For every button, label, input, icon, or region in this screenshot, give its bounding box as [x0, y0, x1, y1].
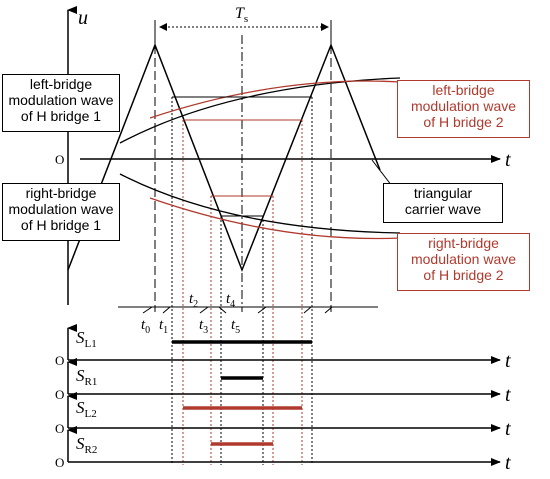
- label-left-bridge-h1-line1: left-bridge: [29, 76, 93, 92]
- label-right-bridge-h2-line2: modulation wave: [410, 251, 517, 267]
- left-bridge-wave-1: [119, 77, 401, 144]
- t-axis-label: t: [505, 149, 511, 171]
- time-label-t2: t2: [189, 291, 198, 310]
- label-right-bridge-h2-line1: right-bridge: [428, 235, 499, 251]
- time-guides: [154, 35, 332, 465]
- label-left-bridge-h2-line1: left-bridge: [432, 82, 495, 98]
- baseline-arrows: [142, 306, 333, 314]
- origin-label: O: [55, 152, 64, 167]
- switch-row-sr1-t: t: [505, 384, 511, 406]
- label-left-bridge-h1-line3: of H bridge 1: [20, 108, 102, 124]
- switch-row-sl2: O t SL2: [55, 392, 511, 440]
- time-label-t3: t3: [199, 317, 208, 336]
- right-bridge-wave-2: [149, 197, 401, 240]
- switch-row-sl1-label: SL1: [76, 328, 97, 350]
- label-right-bridge-h2: right-bridge modulation wave of H bridge…: [397, 233, 530, 291]
- switch-row-sl2-label: SL2: [76, 398, 97, 420]
- triangular-carrier-wave: [67, 42, 381, 273]
- time-label-t0: t0: [141, 317, 150, 336]
- switch-row-sr2-origin: O: [55, 455, 64, 470]
- switch-row-sr1-label: SR1: [76, 366, 97, 388]
- label-right-bridge-h2-line3: of H bridge 2: [423, 267, 504, 283]
- label-left-bridge-h1-line2: modulation wave: [8, 92, 114, 108]
- switch-row-sl1-t: t: [505, 350, 511, 372]
- label-carrier-line1: triangular: [413, 185, 473, 201]
- label-right-bridge-h1: right-bridge modulation wave of H bridge…: [2, 183, 120, 241]
- u-axis-label: u: [78, 7, 88, 29]
- switch-row-sr1: O t SR1: [55, 358, 511, 406]
- switch-row-sl2-origin: O: [55, 421, 64, 436]
- label-right-bridge-h1-line2: modulation wave: [8, 201, 114, 217]
- time-label-t5: t5: [231, 317, 240, 336]
- switch-row-sr1-origin: O: [55, 387, 64, 402]
- switch-row-sl1: O t SL1: [55, 324, 511, 372]
- label-left-bridge-h2: left-bridge modulation wave of H bridge …: [397, 80, 530, 138]
- switch-row-sr2-label: SR2: [76, 434, 97, 456]
- label-right-bridge-h1-line3: of H bridge 1: [20, 217, 102, 233]
- switch-row-sl1-origin: O: [55, 353, 64, 368]
- label-right-bridge-h1-line1: right-bridge: [25, 185, 97, 201]
- left-bridge-wave-2: [149, 80, 401, 119]
- label-triangular-carrier: triangular carrier wave: [383, 183, 503, 223]
- period-label: Ts: [235, 5, 248, 25]
- label-carrier-line2: carrier wave: [404, 201, 482, 217]
- switch-row-sr2-t: t: [505, 452, 511, 474]
- switch-row-sl2-t: t: [505, 418, 511, 440]
- time-label-t4: t4: [226, 291, 235, 310]
- label-left-bridge-h2-line3: of H bridge 2: [423, 114, 504, 130]
- switch-row-sr2: O t SR2: [55, 426, 511, 474]
- label-left-bridge-h2-line2: modulation wave: [410, 98, 517, 114]
- right-bridge-wave-1: [119, 173, 401, 234]
- time-label-t1: t1: [159, 317, 168, 336]
- label-left-bridge-h1: left-bridge modulation wave of H bridge …: [2, 74, 120, 132]
